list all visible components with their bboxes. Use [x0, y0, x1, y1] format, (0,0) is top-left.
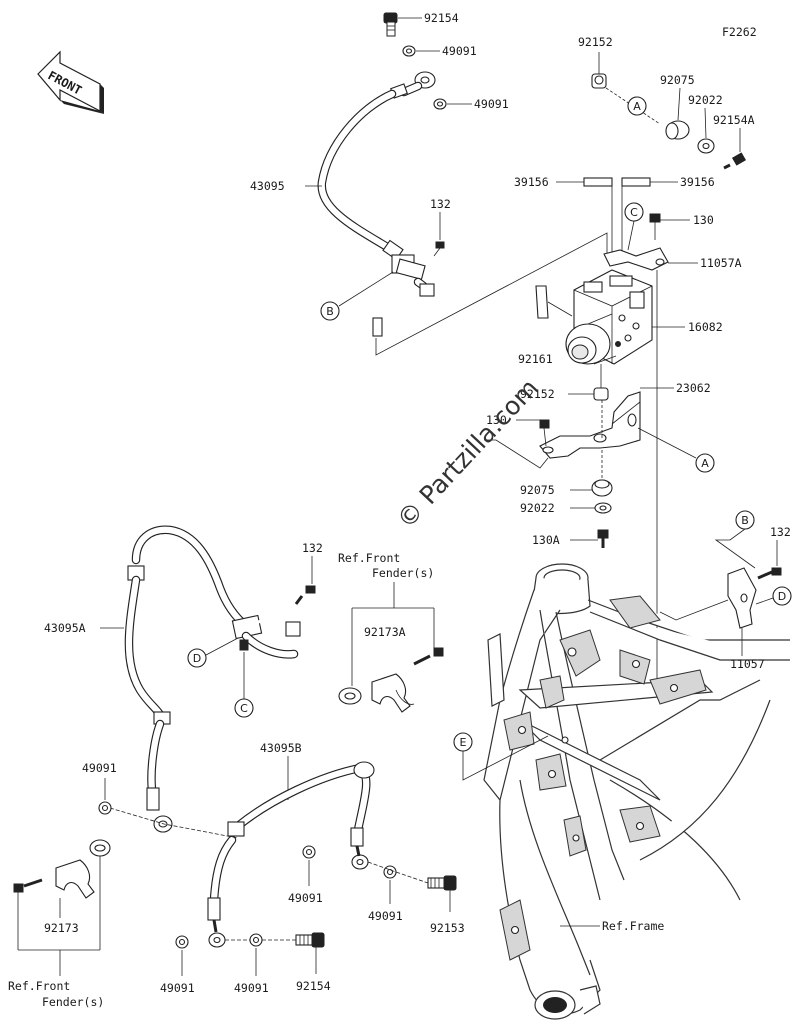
ref-front-fender-bot-1: Ref.Front [8, 979, 70, 993]
callout-b-top-label: B [326, 305, 334, 318]
part-49091-left: 49091 [82, 761, 117, 775]
part-39156-right: 39156 [680, 175, 715, 189]
abs-mount-parts-top [591, 52, 747, 170]
hose-clamp-92173a [338, 647, 444, 713]
part-130-mid: 130 [486, 413, 507, 427]
part-92022-top: 92022 [688, 93, 723, 107]
part-49091-bot1: 49091 [160, 981, 195, 995]
callout-a-top [627, 96, 647, 116]
part-39156-left: 39156 [514, 175, 549, 189]
callout-d-left-label: D [193, 652, 201, 665]
callout-c-left-label: C [240, 702, 248, 715]
callout-d-right [772, 586, 792, 606]
part-43095: 43095 [250, 179, 285, 193]
part-11057A: 11057A [700, 256, 742, 270]
ref-front-fender-bot-2: Fender(s) [42, 995, 104, 1009]
part-16082: 16082 [688, 320, 723, 334]
abs-modulator-16082 [565, 269, 653, 365]
ref-front-fender-top-1: Ref.Front [338, 551, 400, 565]
part-49091-mid1: 49091 [288, 891, 323, 905]
ref-front-fender-top-2: Fender(s) [372, 566, 434, 580]
part-92173A: 92173A [364, 625, 406, 639]
part-43095B: 43095B [260, 741, 302, 755]
part-43095A: 43095A [44, 621, 86, 635]
callout-d-left [187, 648, 207, 668]
abs-bracket-23062 [539, 391, 641, 459]
ref-frame-label: Ref.Frame [602, 919, 664, 933]
banjo-bolt-92154-top [383, 12, 398, 37]
part-130-top: 130 [693, 213, 714, 227]
front-direction-indicator: FRONT [37, 50, 104, 114]
callout-c-top-label: C [630, 206, 638, 219]
callout-b-right-label: B [741, 514, 749, 527]
part-11057: 11057 [730, 657, 765, 671]
part-49091-bot2: 49091 [234, 981, 269, 995]
callout-b-top [320, 301, 340, 321]
part-49091-top1: 49091 [442, 44, 477, 58]
part-132-mid: 132 [302, 541, 323, 555]
part-130A: 130A [532, 533, 560, 547]
part-23062: 23062 [676, 381, 711, 395]
brake-hose-43095a [124, 525, 316, 833]
part-92152-mid: 92152 [520, 387, 555, 401]
callout-d-right-label: D [778, 590, 786, 603]
part-132-right: 132 [770, 525, 791, 539]
part-92075-mid: 92075 [520, 483, 555, 497]
part-92152-top: 92152 [578, 35, 613, 49]
callout-a-top-label: A [633, 100, 641, 113]
brake-hose-43095 [317, 12, 447, 337]
part-92153: 92153 [430, 921, 465, 935]
part-92022-mid: 92022 [520, 501, 555, 515]
part-92075-top: 92075 [660, 73, 695, 87]
part-92161: 92161 [518, 352, 553, 366]
part-92173: 92173 [44, 921, 79, 935]
part-92154-top: 92154 [424, 11, 459, 25]
part-92154A: 92154A [713, 113, 755, 127]
part-132-top: 132 [430, 197, 451, 211]
callout-a-mid-label: A [701, 457, 709, 470]
callout-e-label: E [460, 736, 467, 749]
ref-frame [483, 563, 790, 1020]
hose-clamp-92173 [13, 839, 111, 899]
part-92154-bot: 92154 [296, 979, 331, 993]
part-49091-mid2: 49091 [368, 909, 403, 923]
figure-code: F2262 [722, 25, 757, 39]
brake-hose-43095b [207, 761, 375, 948]
part-49091-top2: 49091 [474, 97, 509, 111]
callout-a-mid [695, 453, 715, 473]
